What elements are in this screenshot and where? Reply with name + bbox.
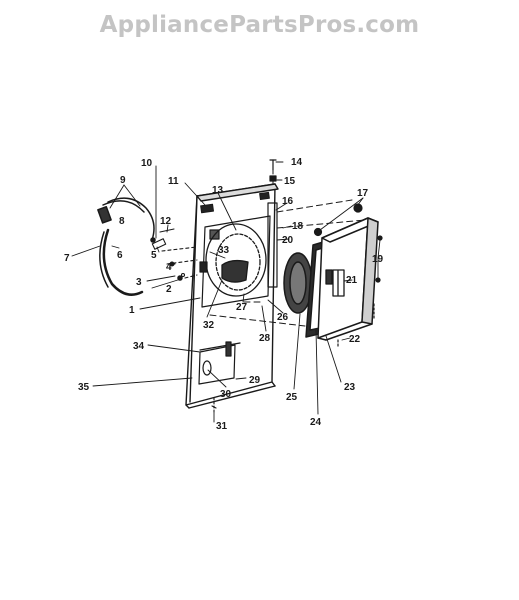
hinge-strip: [267, 202, 278, 288]
callout-24: 24: [310, 417, 322, 428]
callout-8: 8: [119, 216, 125, 227]
callout-3: 3: [136, 277, 142, 288]
door-hinge-parts: [313, 203, 383, 349]
callout-11: 11: [168, 176, 179, 187]
door-outer-panel: [317, 217, 379, 341]
callout-18: 18: [292, 221, 304, 232]
callout-23: 23: [344, 382, 356, 393]
callout-35: 35: [78, 382, 90, 393]
callout-26: 26: [277, 312, 289, 323]
callout-9: 9: [120, 175, 126, 186]
door-inner-liner: [283, 252, 313, 314]
callout-10: 10: [141, 158, 153, 169]
door-handle: [325, 269, 345, 297]
callout-2: 2: [166, 284, 172, 295]
callout-12: 12: [160, 216, 172, 227]
small-hardware: [151, 228, 198, 281]
callout-16: 16: [282, 196, 294, 207]
callout-15: 15: [284, 176, 296, 187]
callout-labels: 1 2 3 4 5 6 7 8 9 10 11 12 13 14 15 16 1…: [64, 157, 384, 432]
callout-4: 4: [166, 262, 172, 273]
panel-top-tabs: [200, 191, 270, 214]
callout-14: 14: [291, 157, 303, 168]
callout-21: 21: [346, 275, 358, 286]
callout-33: 33: [218, 245, 230, 256]
callout-28: 28: [259, 333, 271, 344]
callout-29: 29: [249, 375, 261, 386]
callout-17: 17: [357, 188, 369, 199]
watermark-text: AppliancePartsPros.com: [99, 12, 420, 38]
callout-6: 6: [117, 250, 123, 261]
leader-lines: [71, 161, 381, 423]
callout-1: 1: [129, 305, 135, 316]
callout-22: 22: [349, 334, 361, 345]
bottom-screw: [211, 397, 217, 413]
callout-34: 34: [133, 341, 145, 352]
callout-5: 5: [151, 250, 157, 261]
callout-7: 7: [64, 253, 70, 264]
callout-32: 32: [203, 320, 215, 331]
callout-20: 20: [282, 235, 294, 246]
door-ring-gasket: [97, 197, 156, 296]
callout-13: 13: [212, 185, 224, 196]
callout-27: 27: [236, 302, 248, 313]
top-screws: [269, 159, 277, 182]
callout-30: 30: [220, 389, 232, 400]
callout-25: 25: [286, 392, 298, 403]
lower-access-plate: [198, 341, 241, 385]
callout-19: 19: [372, 254, 384, 265]
drum-opening: [205, 223, 267, 297]
callout-31: 31: [216, 421, 228, 432]
